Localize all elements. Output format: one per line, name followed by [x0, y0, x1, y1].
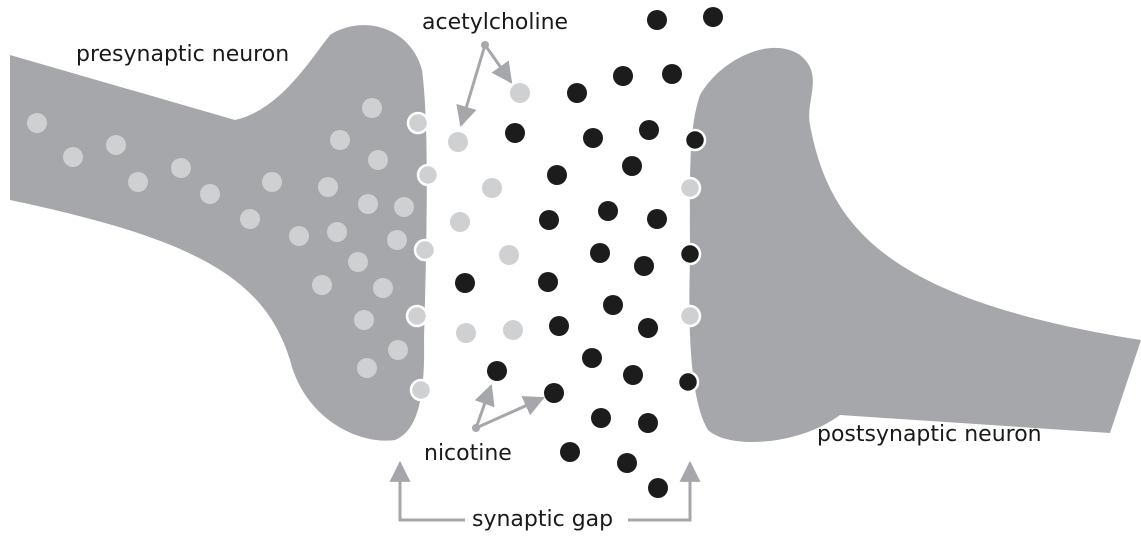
acetylcholine-molecule — [503, 320, 523, 340]
nicotine-molecule — [617, 453, 637, 473]
acetylcholine-molecule — [348, 252, 368, 272]
acetylcholine-molecule — [387, 230, 407, 250]
acetylcholine-molecule — [418, 165, 438, 185]
acetylcholine-molecule — [200, 184, 220, 204]
nicotine-molecule — [638, 318, 658, 338]
synaptic-gap-label: synaptic gap — [472, 509, 613, 531]
acetylcholine-molecule — [63, 147, 83, 167]
nicotine-molecule — [703, 7, 723, 27]
nicotine-molecule — [544, 383, 564, 403]
acetylcholine-molecule — [327, 222, 347, 242]
nicotine-molecule — [582, 348, 602, 368]
synaptic-gap-arrow-left — [400, 463, 465, 520]
nicotine-molecule — [638, 413, 658, 433]
acetylcholine-molecule — [368, 150, 388, 170]
acetylcholine-molecule — [456, 323, 476, 343]
nicotine-molecule — [678, 372, 698, 392]
nicotine-molecule — [647, 209, 667, 229]
nicotine-molecule — [622, 156, 642, 176]
acetylcholine-molecule — [240, 209, 260, 229]
acetylcholine-molecule — [128, 172, 148, 192]
nicotine-molecule — [583, 128, 603, 148]
nicotine-molecule — [685, 130, 705, 150]
acetylcholine-molecule — [106, 135, 126, 155]
presynaptic-neuron-label: presynaptic neuron — [76, 44, 289, 66]
nicotine-molecule — [560, 442, 580, 462]
nicotine-molecule — [591, 408, 611, 428]
acetylcholine-molecule — [680, 306, 700, 326]
acetylcholine-molecule — [450, 212, 470, 232]
acetylcholine-molecule — [357, 358, 377, 378]
acetylcholine-molecule — [358, 194, 378, 214]
acetylcholine-arrow — [461, 45, 485, 125]
presynaptic-neuron-shape — [10, 25, 427, 440]
acetylcholine-molecule — [482, 178, 502, 198]
nicotine-molecule — [634, 256, 654, 276]
nicotine-molecule — [680, 244, 700, 264]
nicotine-molecule — [538, 272, 558, 292]
nicotine-molecules — [455, 7, 723, 498]
acetylcholine-molecule — [354, 310, 374, 330]
nicotine-molecule — [505, 123, 525, 143]
postsynaptic-neuron-label: postsynaptic neuron — [817, 424, 1042, 446]
acetylcholine-molecule — [394, 197, 414, 217]
acetylcholine-molecule — [680, 178, 700, 198]
acetylcholine-molecule — [408, 113, 428, 133]
nicotine-molecule — [547, 165, 567, 185]
nicotine-molecule — [455, 273, 475, 293]
acetylcholine-arrow — [485, 45, 511, 82]
acetylcholine-molecule — [171, 158, 191, 178]
nicotine-molecule — [648, 478, 668, 498]
nicotine-molecule — [603, 295, 623, 315]
acetylcholine-molecule — [388, 340, 408, 360]
acetylcholine-label: acetylcholine — [422, 12, 568, 34]
nicotine-molecule — [539, 210, 559, 230]
nicotine-molecule — [639, 120, 659, 140]
nicotine-molecule — [487, 361, 507, 381]
acetylcholine-molecule — [411, 380, 431, 400]
acetylcholine-molecule — [448, 132, 468, 152]
nicotine-molecule — [662, 64, 682, 84]
acetylcholine-molecule — [289, 226, 309, 246]
nicotine-molecule — [623, 365, 643, 385]
nicotine-molecule — [598, 201, 618, 221]
acetylcholine-molecule — [312, 275, 332, 295]
acetylcholine-molecule — [318, 177, 338, 197]
acetylcholine-molecule — [407, 306, 427, 326]
postsynaptic-neuron-shape — [689, 48, 1141, 442]
nicotine-label: nicotine — [424, 443, 512, 465]
acetylcholine-molecule — [510, 83, 530, 103]
acetylcholine-molecule — [362, 98, 382, 118]
acetylcholine-molecule — [27, 113, 47, 133]
acetylcholine-molecule — [262, 172, 282, 192]
nicotine-molecule — [647, 10, 667, 30]
acetylcholine-molecule — [415, 240, 435, 260]
nicotine-molecule — [549, 316, 569, 336]
nicotine-molecule — [613, 66, 633, 86]
nicotine-molecule — [590, 243, 610, 263]
acetylcholine-molecule — [330, 130, 350, 150]
acetylcholine-molecule — [499, 245, 519, 265]
nicotine-molecule — [567, 83, 587, 103]
acetylcholine-molecule — [373, 278, 393, 298]
